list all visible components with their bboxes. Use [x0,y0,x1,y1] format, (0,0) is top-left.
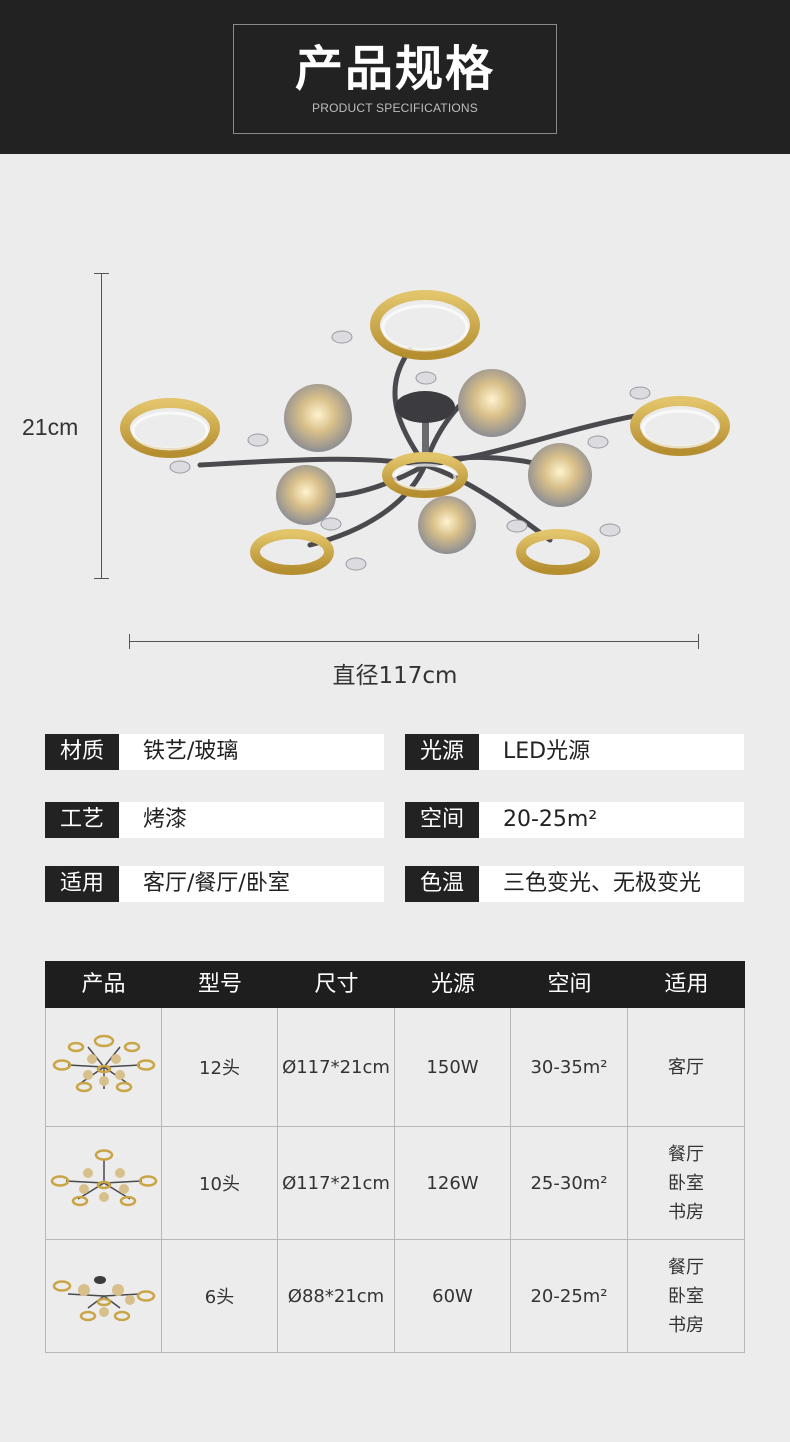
table-cell-space: 25-30m² [511,1127,628,1240]
spec-value: 20-25m² [479,802,744,838]
table-header-cell: 型号 [197,972,242,997]
table-cell-light: 126W [395,1127,511,1240]
diameter-dimension-cap-left [129,634,130,649]
height-dimension-line [101,273,102,579]
product-thumbnail-6-head [52,1276,155,1322]
table-cell-size: Ø88*21cm [278,1240,395,1353]
table-header: 产品 型号 尺寸 光源 空间 适用 [45,961,745,1008]
spec-row-space: 空间 20-25m² [405,802,744,838]
table-cell-model: 6头 [162,1240,278,1353]
table-header-cell: 产品 [81,972,126,997]
table-cell-space: 30-35m² [511,1008,628,1127]
spec-key: 色温 [405,866,479,902]
page-subtitle: PRODUCT SPECIFICATIONS [312,101,478,115]
table-cell-usage: 客厅 [628,1008,745,1127]
spec-row-color-temp: 色温 三色变光、无极变光 [405,866,744,902]
spec-row-material: 材质 铁艺/玻璃 [45,734,384,770]
height-dimension-cap-bottom [94,578,109,579]
table-cell-space: 20-25m² [511,1240,628,1353]
table-row: 12头 Ø117*21cm 150W 30-35m² 客厅 [45,1008,745,1127]
height-dimension-cap-top [94,273,109,274]
table-header-cell: 尺寸 [314,972,359,997]
spec-value: 烤漆 [119,802,384,838]
spec-value: 客厅/餐厅/卧室 [119,866,384,902]
spec-key: 工艺 [45,802,119,838]
table-cell-usage: 餐厅 卧室 书房 [628,1240,745,1353]
chandelier-illustration [120,290,730,575]
product-thumbnail-cell [45,1008,162,1127]
diameter-dimension-cap-right [698,634,699,649]
product-thumbnail-10-head [50,1149,157,1207]
diameter-label: 直径117cm [332,663,458,689]
table-row: 10头 Ø117*21cm 126W 25-30m² 餐厅 卧室 书房 [45,1127,745,1240]
table-cell-light: 150W [395,1008,511,1127]
table-cell-size: Ø117*21cm [278,1127,395,1240]
spec-row-craft: 工艺 烤漆 [45,802,384,838]
table-cell-size: Ø117*21cm [278,1008,395,1127]
spec-value: LED光源 [479,734,744,770]
spec-key: 适用 [45,866,119,902]
page-title: 产品规格 [294,41,495,97]
table-cell-usage: 餐厅 卧室 书房 [628,1127,745,1240]
table-header-cell: 光源 [430,972,475,997]
spec-row-usage: 适用 客厅/餐厅/卧室 [45,866,384,902]
table-cell-light: 60W [395,1240,511,1353]
spec-key: 空间 [405,802,479,838]
table-header-cell: 空间 [547,972,592,997]
header-banner: 产品规格 PRODUCT SPECIFICATIONS [0,0,790,154]
height-label: 21cm [22,414,79,440]
header-frame: 产品规格 PRODUCT SPECIFICATIONS [233,24,557,134]
spec-key: 光源 [405,734,479,770]
diameter-dimension-line [129,641,699,642]
table-header-cell: 适用 [664,972,709,997]
spec-value: 三色变光、无极变光 [479,866,744,902]
product-thumbnail-12-head [52,1034,155,1093]
spec-value: 铁艺/玻璃 [119,734,384,770]
table-row: 6头 Ø88*21cm 60W 20-25m² 餐厅 卧室 书房 [45,1240,745,1353]
table-cell-model: 10头 [162,1127,278,1240]
product-thumbnail-cell [45,1240,162,1353]
table-cell-model: 12头 [162,1008,278,1127]
spec-key: 材质 [45,734,119,770]
product-thumbnail-cell [45,1127,162,1240]
spec-row-light-source: 光源 LED光源 [405,734,744,770]
